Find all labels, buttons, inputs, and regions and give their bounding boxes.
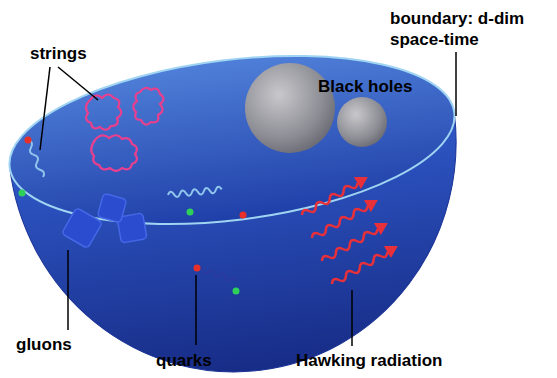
quark-dot bbox=[19, 190, 26, 197]
open-string bbox=[168, 186, 222, 198]
open-string bbox=[196, 266, 237, 284]
open-string bbox=[26, 139, 46, 178]
ads-bulk bbox=[0, 33, 483, 378]
gluons-label: gluons bbox=[16, 334, 116, 355]
hawking-arrows bbox=[299, 171, 402, 290]
black-hole bbox=[337, 97, 387, 147]
black-holes-label: Black holes bbox=[318, 76, 438, 97]
leader-lines bbox=[40, 52, 456, 346]
hawking-label: Hawking radiation bbox=[296, 350, 466, 371]
gluon-blobs bbox=[62, 193, 148, 248]
quark-dot bbox=[187, 209, 194, 216]
boundary-label: boundary: d-dim space-time bbox=[390, 8, 532, 50]
quark-dot bbox=[194, 265, 201, 272]
boundary-rim bbox=[0, 33, 464, 246]
quark-dot bbox=[233, 288, 240, 295]
quarks-label: quarks bbox=[156, 350, 256, 371]
strings-label: strings bbox=[30, 43, 150, 64]
quark-dot bbox=[25, 137, 32, 144]
quark-dot bbox=[240, 212, 247, 219]
black-hole bbox=[245, 63, 335, 153]
